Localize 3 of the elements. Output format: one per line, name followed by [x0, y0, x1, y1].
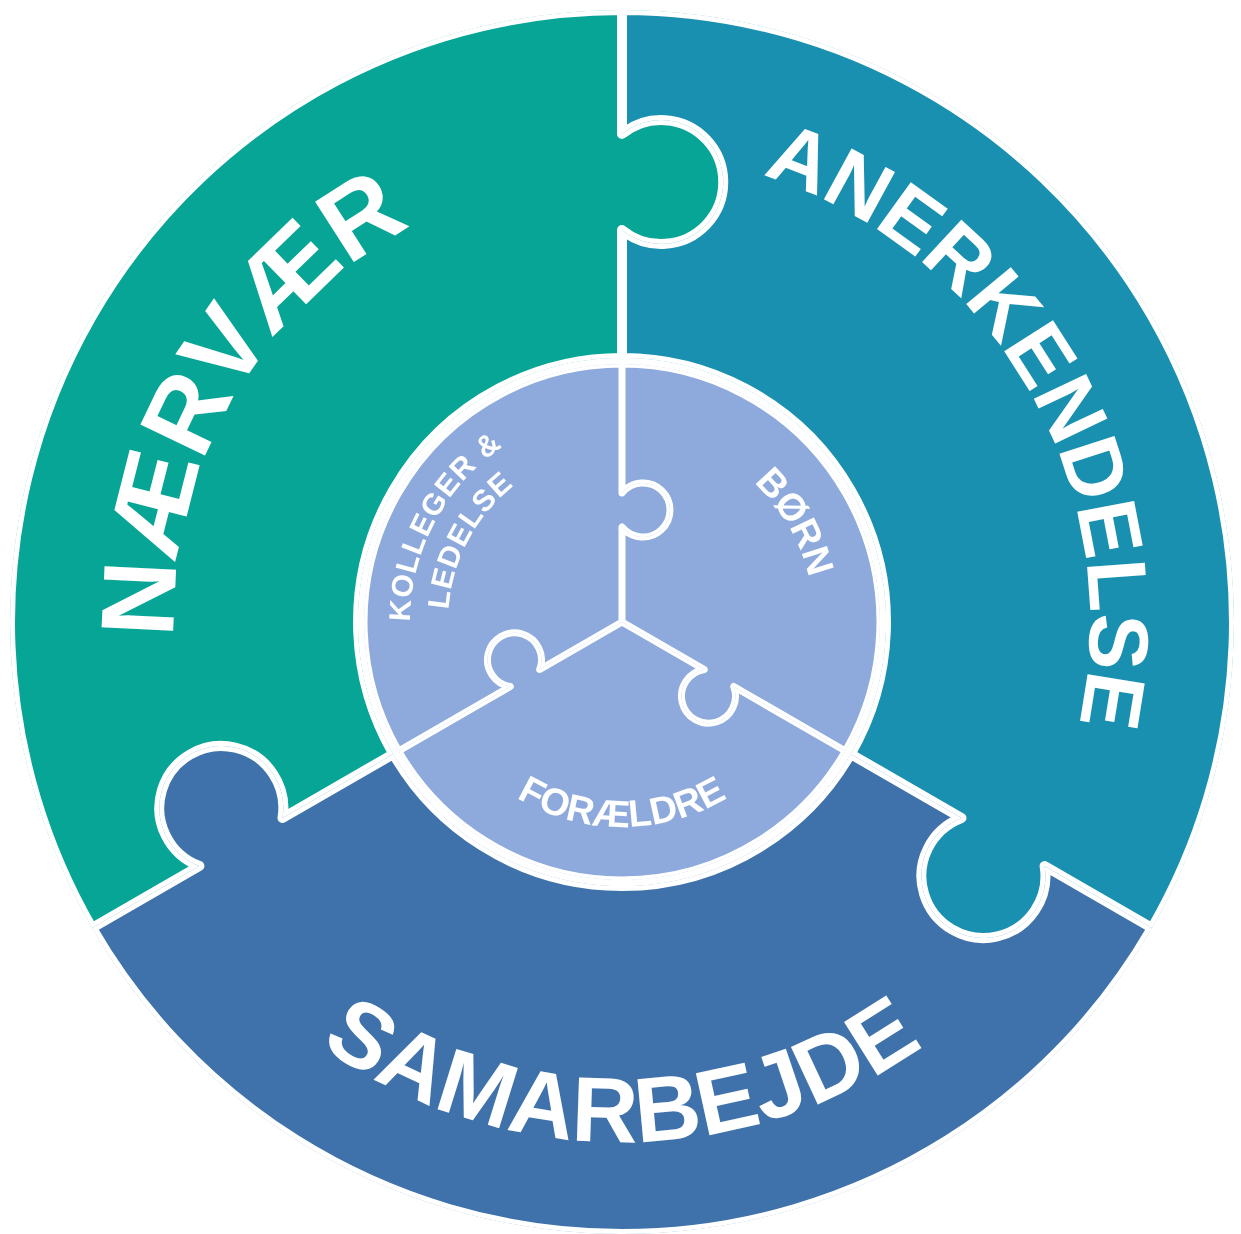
piece-label: SAMARBEJDE [309, 975, 935, 1162]
piece-label: FORÆLDRE [512, 767, 732, 836]
puzzle-piece [91, 746, 1152, 1234]
